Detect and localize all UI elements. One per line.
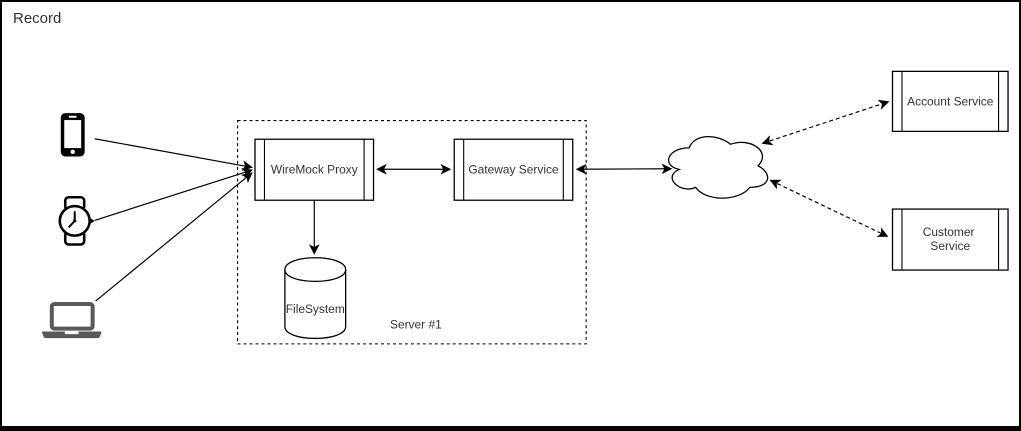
server-group: Server #1 [237,120,587,345]
customer-service-label-line1: Customer [923,225,975,239]
svg-text:Customer Service: Customer Service [923,225,978,253]
account-service-label: Account Service [907,94,994,108]
edge-smartwatch-to-wiremock[interactable] [94,167,253,221]
server-group-boundary[interactable] [237,120,587,345]
smartwatch-icon [58,195,95,246]
edges [94,99,890,302]
database-cylinder-top [284,269,347,283]
edge-smartphone-to-wiremock[interactable] [94,138,253,171]
smartphone-icon [60,113,85,157]
diagram-canvas: Server #1 WireMock Proxy Gateway Service [41,70,1009,345]
gateway-service-label: Gateway Service [468,163,559,177]
node-laptop[interactable] [41,302,102,339]
node-account-service[interactable]: Account Service [891,70,1009,133]
filesystem-label: FileSystem [286,302,345,316]
node-wiremock-proxy[interactable]: WireMock Proxy [254,138,375,201]
node-smartwatch[interactable] [58,195,95,246]
customer-service-label-line2: Service [930,239,970,253]
node-gateway-service[interactable]: Gateway Service [453,138,574,201]
node-smartphone[interactable] [60,113,85,157]
cloud-icon [668,136,769,199]
edge-cloud-to-account-service[interactable] [761,99,890,146]
wiremock-proxy-label: WireMock Proxy [271,163,358,177]
edge-laptop-to-wiremock[interactable] [95,172,253,302]
server-group-label: Server #1 [390,318,442,332]
node-filesystem[interactable]: FileSystem [284,257,347,340]
node-customer-service[interactable]: Customer Service [891,208,1009,271]
laptop-icon [41,302,102,339]
node-cloud[interactable] [668,136,769,199]
edge-cloud-to-customer-service[interactable] [769,179,889,237]
page-title: Record [13,10,62,27]
